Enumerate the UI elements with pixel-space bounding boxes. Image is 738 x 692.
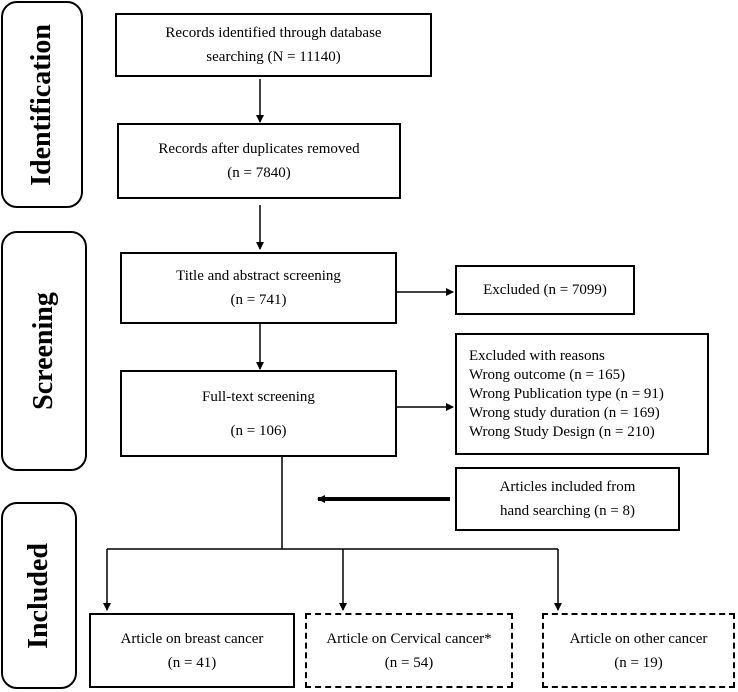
other-cancer-box: Article on other cancer (n = 19) [542, 613, 735, 688]
fulltext-line2: (n = 106) [230, 422, 287, 439]
cervical-cancer-line2: (n = 54) [384, 654, 434, 671]
stage-screening: Screening [1, 231, 87, 471]
excluded-reason-item: Wrong study duration (n = 169) [469, 404, 660, 421]
stage-included-label: Included [23, 542, 54, 649]
breast-cancer-line1: Article on breast cancer [120, 630, 264, 647]
title-abstract-screening-box: Title and abstract screening (n = 741) [120, 252, 397, 324]
hand-searching-line1: Articles included from [499, 479, 636, 495]
cervical-cancer-box: Article on Cervical cancer* (n = 54) [305, 613, 513, 688]
hand-searching-box: Articles included from hand searching (n… [455, 467, 680, 531]
excluded-reason-item: Wrong Study Design (n = 210) [469, 423, 655, 440]
excluded-box: Excluded (n = 7099) [455, 265, 635, 315]
excluded-reason-item: Wrong Publication type (n = 91) [469, 385, 664, 402]
other-cancer-line1: Article on other cancer [569, 630, 708, 647]
excluded-reasons-heading: Excluded with reasons [469, 347, 605, 364]
records-identified-line1: Records identified through database [165, 25, 382, 41]
stage-included: Included [1, 502, 77, 689]
title-abstract-line2: (n = 741) [230, 292, 287, 308]
records-identified-line2: searching (N = 11140) [206, 49, 341, 65]
other-cancer-line2: (n = 19) [614, 654, 663, 671]
duplicates-removed-line1: Records after duplicates removed [158, 141, 360, 157]
fulltext-screening-box: Full-text screening (n = 106) [120, 370, 397, 457]
stage-identification-label: Identification [26, 23, 57, 186]
stage-screening-label: Screening [28, 292, 59, 410]
records-identified-box: Records identified through database sear… [115, 13, 432, 77]
excluded-reasons-box: Excluded with reasons Wrong outcome (n =… [455, 333, 709, 455]
title-abstract-line1: Title and abstract screening [176, 268, 341, 284]
duplicates-removed-line2: (n = 7840) [227, 165, 291, 181]
fulltext-line1: Full-text screening [202, 388, 315, 405]
excluded-label: Excluded (n = 7099) [483, 282, 607, 298]
hand-searching-line2: hand searching (n = 8) [499, 503, 636, 519]
stage-identification: Identification [1, 1, 83, 208]
cervical-cancer-line1: Article on Cervical cancer* [326, 630, 492, 647]
duplicates-removed-box: Records after duplicates removed (n = 78… [117, 123, 401, 199]
breast-cancer-box: Article on breast cancer (n = 41) [89, 613, 295, 688]
breast-cancer-line2: (n = 41) [167, 654, 217, 671]
excluded-reason-item: Wrong outcome (n = 165) [469, 366, 626, 383]
